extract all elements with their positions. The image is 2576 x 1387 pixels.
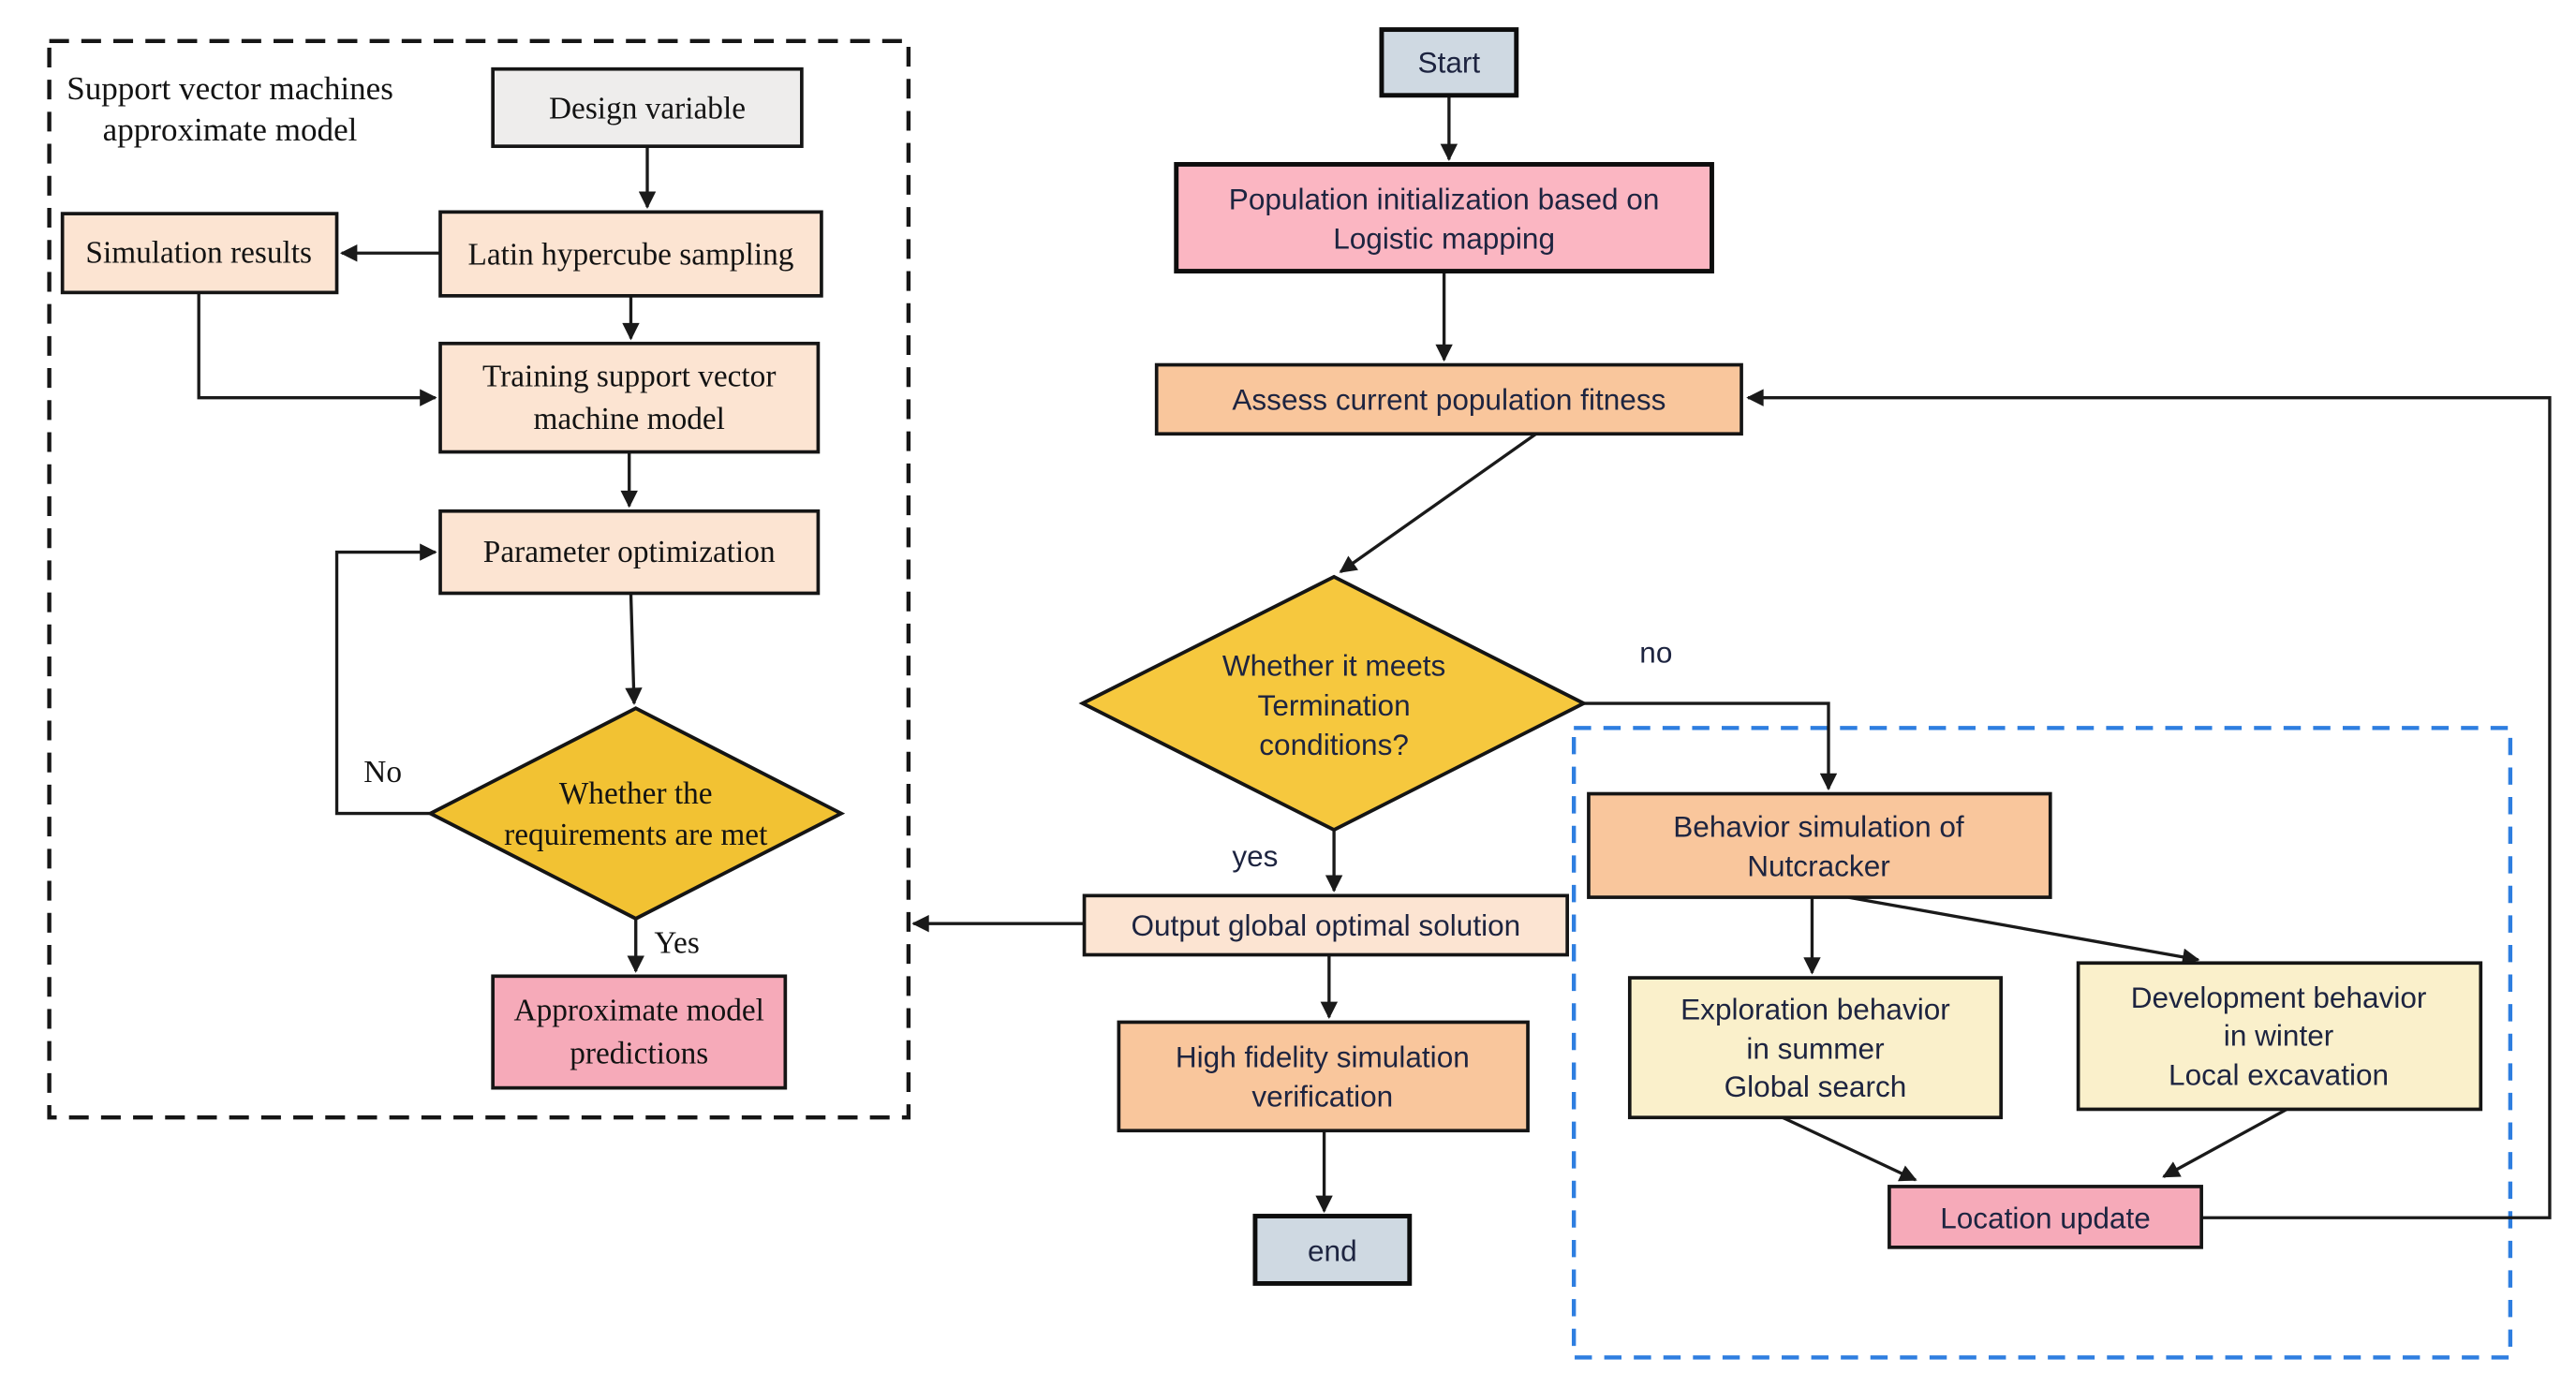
latin-hypercube-node	[438, 210, 823, 298]
design-variable-node	[491, 66, 804, 149]
high-fidelity-label-line1: High fidelity simulation	[1176, 1040, 1470, 1073]
end-label: end	[1308, 1233, 1357, 1267]
main-no-label: no	[1639, 636, 1672, 670]
main-yes-label: yes	[1232, 839, 1278, 873]
behavior-simulation-label-line2: Nutcracker	[1747, 849, 1890, 883]
simulation-results-node	[60, 212, 339, 295]
parameter-optimization-node	[438, 509, 821, 596]
latin-hypercube-label: Latin hypercube sampling	[468, 237, 794, 272]
population-init-label-line2: Logistic mapping	[1333, 221, 1555, 255]
output-solution-node	[1082, 893, 1569, 957]
behavior-simulation-node	[1587, 791, 2052, 899]
behavior-simulation-label-line1: Behavior simulation of	[1673, 810, 1964, 844]
output-solution-label: Output global optimal solution	[1131, 908, 1520, 942]
svm-panel-title-line2: approximate model	[103, 111, 358, 148]
requirements-diamond-label-line2: requirements are met	[504, 818, 768, 852]
termination-diamond-label-line2: Termination	[1258, 688, 1411, 722]
termination-diamond-node	[1078, 574, 1588, 833]
location-update-node	[1888, 1185, 2203, 1249]
end-node	[1252, 1214, 1413, 1286]
training-svm-node	[438, 341, 821, 454]
development-label-line2: in winter	[2224, 1018, 2334, 1052]
connector-behavior-to-development	[1847, 895, 2200, 966]
high-fidelity-label-line2: verification	[1251, 1079, 1393, 1113]
exploration-label-line3: Global search	[1725, 1070, 1907, 1103]
requirements-diamond-node	[426, 706, 846, 922]
termination-diamond-label-line1: Whether it meets	[1222, 649, 1446, 683]
assess-fitness-label: Assess current population fitness	[1232, 382, 1666, 416]
design-variable-label: Design variable	[549, 91, 746, 125]
simulation-results-label: Simulation results	[85, 236, 312, 271]
high-fidelity-node	[1117, 1020, 1530, 1133]
approximate-model-node	[491, 974, 788, 1090]
connector-parameter-to-diamond	[625, 593, 643, 705]
connector-location-feedback-to-assess	[1746, 389, 2552, 1219]
training-svm-label-line1: Training support vector	[482, 359, 776, 393]
development-node	[2076, 961, 2483, 1112]
nutcracker-panel-border	[1571, 726, 2513, 1360]
training-svm-label-line2: machine model	[533, 402, 724, 436]
svm-yes-label: Yes	[654, 926, 699, 961]
start-label: Start	[1418, 46, 1481, 80]
requirements-diamond-label-line1: Whether the	[559, 776, 713, 811]
exploration-node	[1627, 976, 2004, 1120]
connector-development-to-location	[2162, 1107, 2288, 1178]
development-label-line1: Development behavior	[2131, 981, 2427, 1014]
population-init-node	[1174, 162, 1714, 273]
development-label-line3: Local excavation	[2169, 1058, 2389, 1092]
connector-no-loop	[334, 543, 437, 816]
location-update-label: Location update	[1940, 1201, 2151, 1234]
parameter-optimization-label: Parameter optimization	[483, 535, 776, 569]
exploration-label-line2: in summer	[1746, 1032, 1884, 1066]
svm-no-label: No	[363, 755, 402, 789]
connector-exploration-to-location	[1782, 1115, 1917, 1182]
svm-panel-border	[47, 38, 911, 1120]
connector-simulation-to-training	[197, 292, 437, 406]
approximate-model-label-line1: Approximate model	[514, 994, 764, 1028]
start-node	[1379, 27, 1519, 98]
connector-assess-to-diamond	[1339, 432, 1537, 574]
approximate-model-label-line2: predictions	[570, 1036, 708, 1070]
population-init-label-line1: Population initialization based on	[1229, 182, 1660, 215]
termination-diamond-label-line3: conditions?	[1259, 728, 1409, 761]
assess-fitness-node	[1154, 362, 1743, 436]
exploration-label-line1: Exploration behavior	[1680, 992, 1950, 1025]
connector-no-to-behavior	[1583, 701, 1838, 791]
svm-panel-title-line1: Support vector machines	[67, 70, 393, 107]
